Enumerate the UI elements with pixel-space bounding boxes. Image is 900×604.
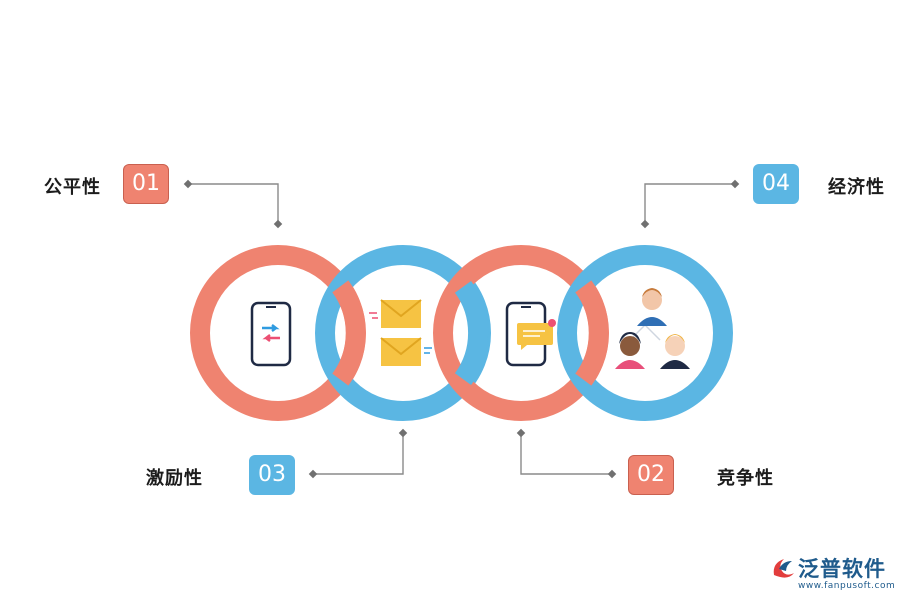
watermark-name: 泛普软件	[798, 557, 886, 581]
badge-03: 03	[249, 455, 295, 495]
label-fairness: 公平性	[44, 177, 101, 198]
badge-02: 02	[628, 455, 674, 495]
phone-transfer-icon	[250, 301, 292, 367]
label-competition: 竞争性	[717, 468, 774, 489]
logo-icon	[773, 559, 794, 578]
badge-01: 01	[123, 164, 169, 204]
ring-4	[557, 245, 733, 421]
label-incentive: 激励性	[146, 468, 203, 489]
connector-01	[188, 183, 279, 224]
phone-message-icon	[505, 301, 556, 367]
team-people-icon	[615, 288, 690, 369]
label-economy: 经济性	[828, 177, 885, 198]
ring-1-overlap	[332, 280, 366, 386]
ring-2-overlap	[454, 280, 489, 386]
watermark-logo: 泛普软件 www.fanpusoft.com	[770, 553, 895, 597]
badge-04: 04	[753, 164, 799, 204]
connectors	[188, 183, 735, 475]
connector-04	[644, 183, 735, 224]
envelopes-icon	[369, 299, 432, 366]
connector-03	[313, 433, 404, 475]
watermark-url: www.fanpusoft.com	[798, 581, 896, 591]
ring-3-overlap	[575, 280, 609, 386]
connector-02	[520, 433, 612, 475]
